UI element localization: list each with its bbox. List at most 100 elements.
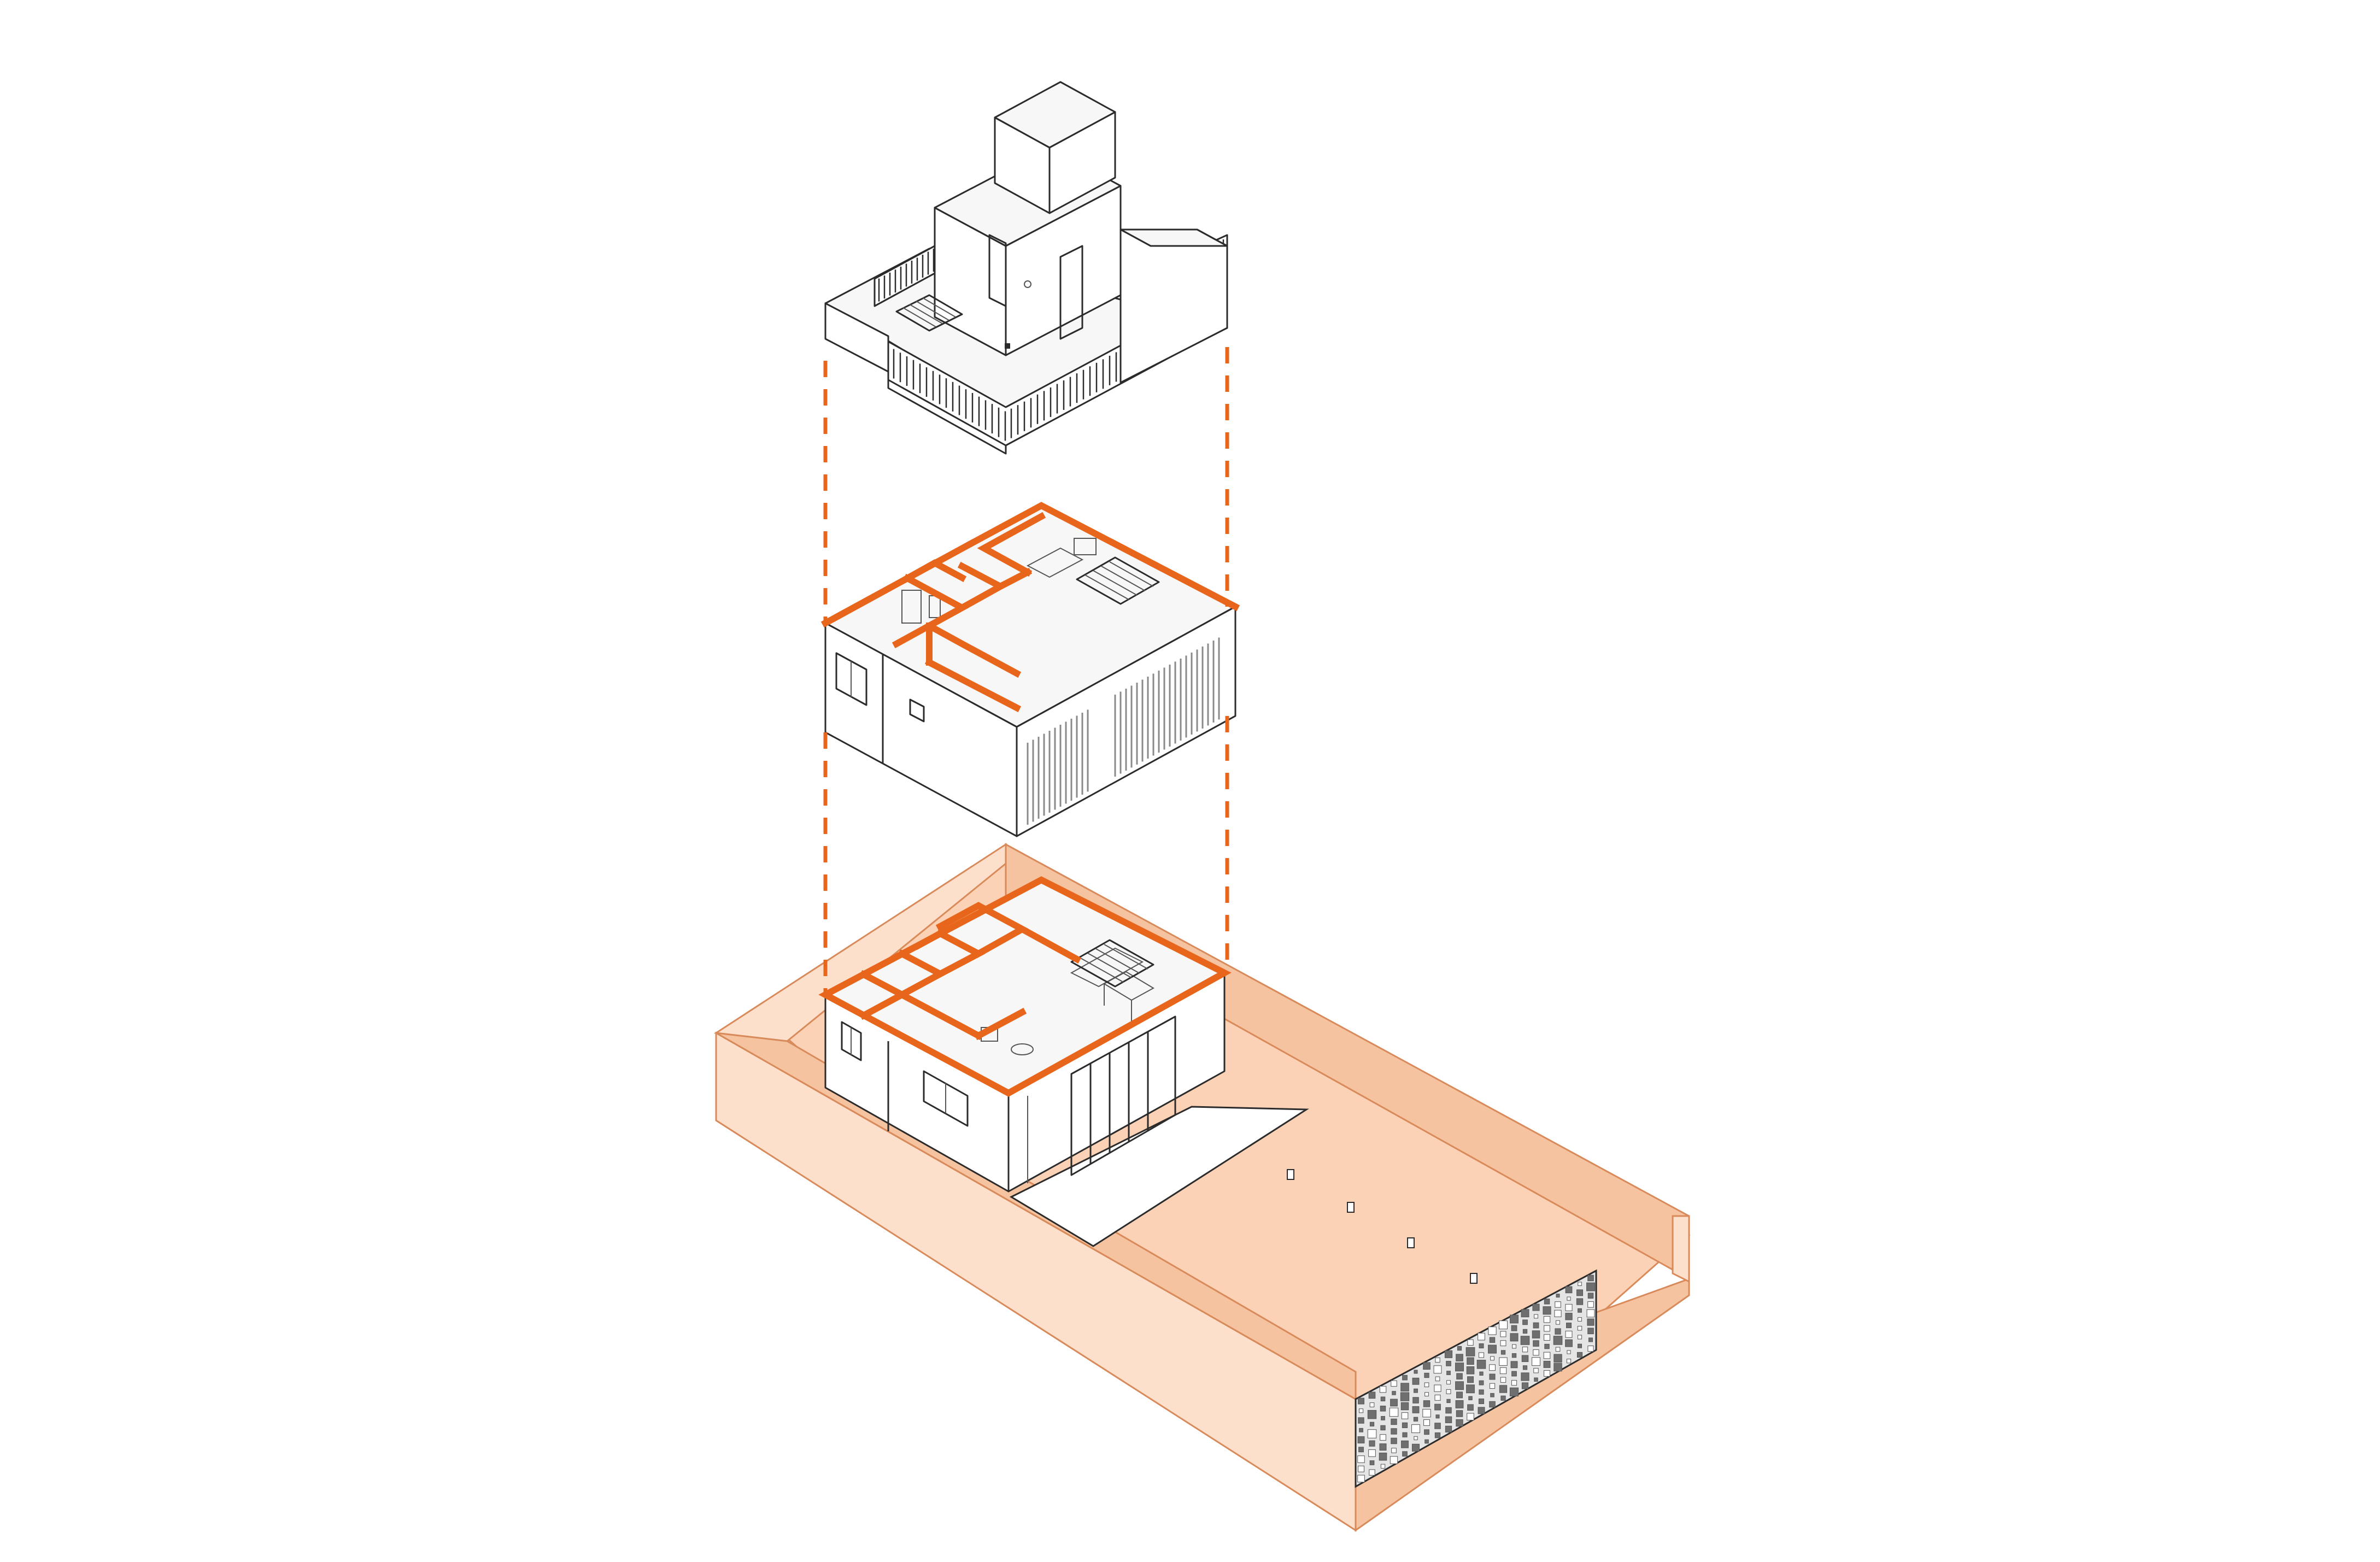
perforation (1544, 1370, 1550, 1377)
perforation (1456, 1373, 1463, 1380)
perforation (1578, 1317, 1582, 1322)
perforation (1543, 1352, 1551, 1359)
perforation (1533, 1367, 1539, 1373)
perforation (1390, 1456, 1398, 1464)
perforation (1358, 1447, 1364, 1453)
perforation (1532, 1303, 1540, 1311)
upper-outer-walls (820, 502, 1240, 628)
roof-door-2 (988, 234, 1007, 307)
upper-floor-wall-cut-outline (820, 502, 1240, 713)
perforation (1498, 1320, 1508, 1330)
water-tank-top (994, 81, 1116, 149)
perforation (1588, 1337, 1593, 1342)
perforation (1565, 1286, 1573, 1294)
perforation (1587, 1293, 1594, 1299)
perforation (1488, 1344, 1497, 1354)
perforation (1565, 1339, 1573, 1347)
perforation (1565, 1313, 1573, 1320)
perforation (1357, 1455, 1365, 1463)
perforation (1511, 1325, 1517, 1331)
perforation (1489, 1337, 1496, 1343)
perforation (1368, 1391, 1376, 1399)
perforation (1379, 1385, 1387, 1393)
perforation (1412, 1377, 1420, 1385)
perforation (1521, 1372, 1529, 1381)
perforation (1400, 1383, 1409, 1391)
perforation (1488, 1326, 1497, 1335)
perforation (1533, 1340, 1539, 1347)
perforation (1390, 1399, 1398, 1407)
garden-lamp (1347, 1202, 1355, 1213)
perforation (1380, 1425, 1386, 1431)
garden-lamp (1407, 1237, 1415, 1248)
perforation (1391, 1380, 1397, 1387)
perforation (1587, 1275, 1594, 1282)
perforation (1578, 1282, 1582, 1286)
perforation (1467, 1376, 1474, 1383)
ground-window (923, 1070, 969, 1127)
perforation (1544, 1334, 1550, 1341)
upper-staircase (1076, 556, 1160, 605)
perforation (1554, 1363, 1562, 1372)
upper-louvre-screens (1027, 637, 1220, 825)
perforation (1445, 1425, 1452, 1432)
perforation (1500, 1350, 1506, 1355)
perforation (1577, 1343, 1582, 1348)
perforation (1445, 1416, 1452, 1423)
perforation (1435, 1376, 1440, 1382)
floor-drain (1005, 343, 1010, 349)
perforation (1567, 1296, 1571, 1301)
perforation (1554, 1310, 1562, 1317)
garden-lamp (1470, 1273, 1478, 1284)
perforation (1500, 1395, 1506, 1401)
perforation (1423, 1362, 1431, 1370)
perforation (1359, 1428, 1363, 1432)
perforation (1402, 1451, 1408, 1457)
perforation (1369, 1422, 1375, 1426)
roof-back-railing-slats (878, 249, 935, 302)
perforation (1446, 1371, 1451, 1375)
upper-window-small (909, 698, 925, 723)
perforation (1414, 1388, 1418, 1393)
perforation (1543, 1306, 1551, 1315)
perforation (1468, 1396, 1473, 1400)
perforation (1576, 1298, 1584, 1305)
perforation (1425, 1392, 1429, 1396)
perforation (1479, 1380, 1484, 1385)
perforation (1478, 1398, 1485, 1404)
perforation (1555, 1328, 1561, 1335)
perforation (1380, 1406, 1386, 1412)
perforation (1587, 1318, 1595, 1326)
lot-wall-post (1672, 1215, 1690, 1283)
perforation (1414, 1370, 1418, 1374)
perforation (1456, 1419, 1463, 1427)
perforation (1444, 1350, 1453, 1358)
roof-right-wing (1119, 228, 1228, 384)
perforation (1522, 1346, 1528, 1353)
perforation (1586, 1282, 1595, 1291)
perforation (1391, 1448, 1397, 1453)
perforation (1566, 1323, 1572, 1329)
perforation (1544, 1325, 1550, 1332)
upper-floor-level (820, 502, 1240, 837)
perforation (1456, 1410, 1463, 1417)
perforation (1424, 1372, 1429, 1378)
perforation (1553, 1336, 1563, 1345)
perforation (1478, 1332, 1485, 1341)
upper-interior-furniture (901, 538, 1097, 624)
perforation (1555, 1347, 1561, 1352)
perforation (1402, 1432, 1408, 1437)
perforation (1520, 1336, 1530, 1345)
perforation (1424, 1429, 1429, 1435)
perforation (1457, 1346, 1462, 1351)
screen-perforation-pattern (1357, 1275, 1595, 1483)
perforation (1533, 1322, 1539, 1329)
perforation (1434, 1384, 1441, 1392)
perforation (1522, 1329, 1528, 1334)
perforation (1413, 1417, 1418, 1422)
perforation (1577, 1335, 1582, 1340)
perforation (1587, 1346, 1594, 1352)
perforation (1466, 1366, 1475, 1375)
perforation (1467, 1339, 1474, 1346)
perforation (1465, 1347, 1475, 1357)
